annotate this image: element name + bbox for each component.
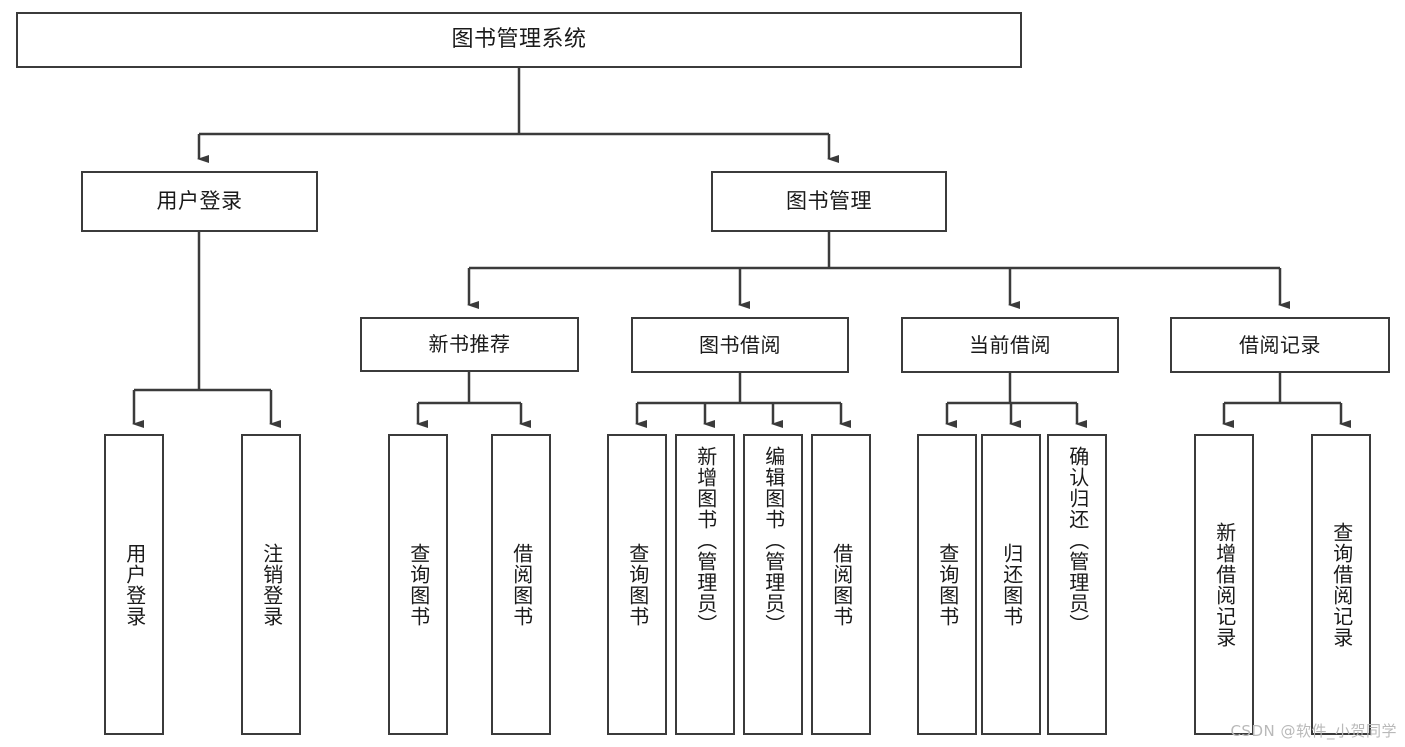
node-label: 新增图书（管理员） [693, 446, 718, 635]
leaf-logout-login[interactable]: 注销登录 [241, 434, 301, 735]
node-borrow-record[interactable]: 借阅记录 [1170, 317, 1390, 373]
node-label: 查询图书 [935, 542, 960, 627]
watermark: CSDN @软件_小贺同学 [1230, 722, 1397, 740]
node-label: 用户登录 [122, 542, 147, 627]
leaf-query-book-borrow[interactable]: 查询图书 [607, 434, 667, 735]
node-user-login[interactable]: 用户登录 [81, 171, 318, 232]
node-label: 查询图书 [406, 542, 431, 627]
node-label: 归还图书 [999, 542, 1024, 627]
leaf-edit-book[interactable]: 编辑图书（管理员） [743, 434, 803, 735]
node-label: 新书推荐 [428, 332, 511, 356]
node-label: 借阅图书 [509, 542, 534, 627]
node-label: 查询图书 [625, 542, 650, 627]
node-new-book-recommend[interactable]: 新书推荐 [360, 317, 579, 372]
node-label: 确认归还（管理员） [1065, 446, 1090, 635]
leaf-borrow-book-borrow[interactable]: 借阅图书 [811, 434, 871, 735]
node-label: 注销登录 [259, 542, 284, 627]
leaf-query-book-recommend[interactable]: 查询图书 [388, 434, 448, 735]
leaf-query-book-current[interactable]: 查询图书 [917, 434, 977, 735]
leaf-query-borrow-record[interactable]: 查询借阅记录 [1311, 434, 1371, 735]
leaf-user-login[interactable]: 用户登录 [104, 434, 164, 735]
node-label: 查询借阅记录 [1329, 521, 1354, 648]
leaf-confirm-return[interactable]: 确认归还（管理员） [1047, 434, 1107, 735]
node-label: 图书借阅 [699, 332, 781, 357]
leaf-add-borrow-record[interactable]: 新增借阅记录 [1194, 434, 1254, 735]
node-label: 借阅记录 [1239, 332, 1321, 357]
node-label: 当前借阅 [969, 332, 1051, 357]
leaf-return-book[interactable]: 归还图书 [981, 434, 1041, 735]
node-label: 用户登录 [156, 189, 243, 214]
node-label: 图书管理系统 [451, 27, 587, 53]
node-label: 编辑图书（管理员） [761, 446, 786, 635]
node-label: 图书管理 [786, 189, 872, 214]
node-book-borrow[interactable]: 图书借阅 [631, 317, 849, 373]
node-current-borrow[interactable]: 当前借阅 [901, 317, 1119, 373]
node-label: 借阅图书 [829, 542, 854, 627]
leaf-borrow-book-recommend[interactable]: 借阅图书 [491, 434, 551, 735]
node-book-manage[interactable]: 图书管理 [711, 171, 947, 232]
node-label: 新增借阅记录 [1212, 521, 1237, 648]
leaf-add-book[interactable]: 新增图书（管理员） [675, 434, 735, 735]
node-root-system[interactable]: 图书管理系统 [16, 12, 1022, 68]
